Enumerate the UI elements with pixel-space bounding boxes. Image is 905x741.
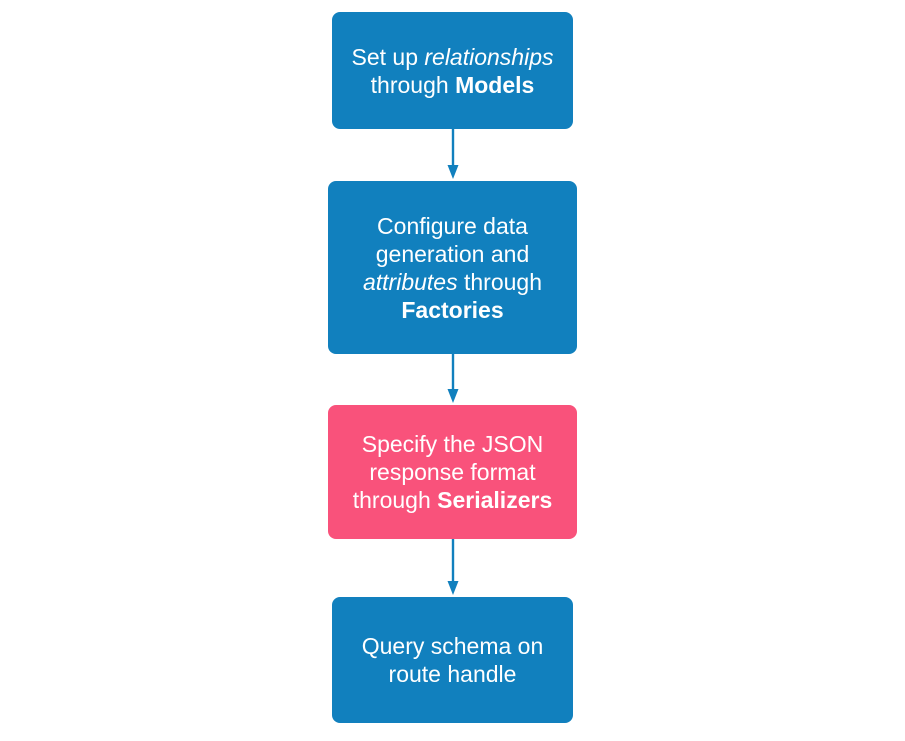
serializers-line1: Specify the JSON xyxy=(361,431,544,457)
factories-line2: generation and xyxy=(375,240,530,267)
flow-node-factories[interactable]: Configure data generation and attributes… xyxy=(328,181,577,354)
flow-node-models-label: Set up relationships through Models xyxy=(346,43,559,99)
flow-node-route-handle-label: Query schema on route handle xyxy=(346,632,559,688)
flow-node-models[interactable]: Set up relationships through Models xyxy=(332,12,573,129)
arrow-factories-to-serializers-icon xyxy=(447,354,459,403)
flow-node-serializers[interactable]: Specify the JSON response format through… xyxy=(328,405,577,539)
flow-node-factories-label: Configure data generation and attributes… xyxy=(342,212,563,324)
flow-node-serializers-label: Specify the JSON response format through… xyxy=(342,430,563,514)
arrow-models-to-factories xyxy=(441,129,465,179)
flow-node-route-handle[interactable]: Query schema on route handle xyxy=(332,597,573,723)
factories-line4-strong: Factories xyxy=(401,296,504,323)
arrow-serializers-to-route xyxy=(441,539,465,595)
arrow-serializers-to-route-icon xyxy=(447,539,459,595)
route-line1: Query schema on xyxy=(361,633,544,659)
models-line2-prefix: through xyxy=(370,71,456,98)
models-line1-emphasis: relationships xyxy=(424,43,554,70)
route-line2: route handle xyxy=(388,661,517,687)
serializers-line3-strong: Serializers xyxy=(437,487,553,513)
factories-line3-suffix: through xyxy=(457,268,542,295)
factories-line3-emphasis: attributes xyxy=(362,268,458,295)
serializers-line3-prefix: through xyxy=(352,487,438,513)
serializers-line2: response format xyxy=(369,459,536,485)
factories-line1: Configure data xyxy=(377,212,528,239)
arrow-factories-to-serializers xyxy=(441,354,465,403)
arrow-models-to-factories-icon xyxy=(447,129,459,179)
models-line2-strong: Models xyxy=(455,71,535,98)
models-line1-prefix: Set up xyxy=(351,43,425,70)
